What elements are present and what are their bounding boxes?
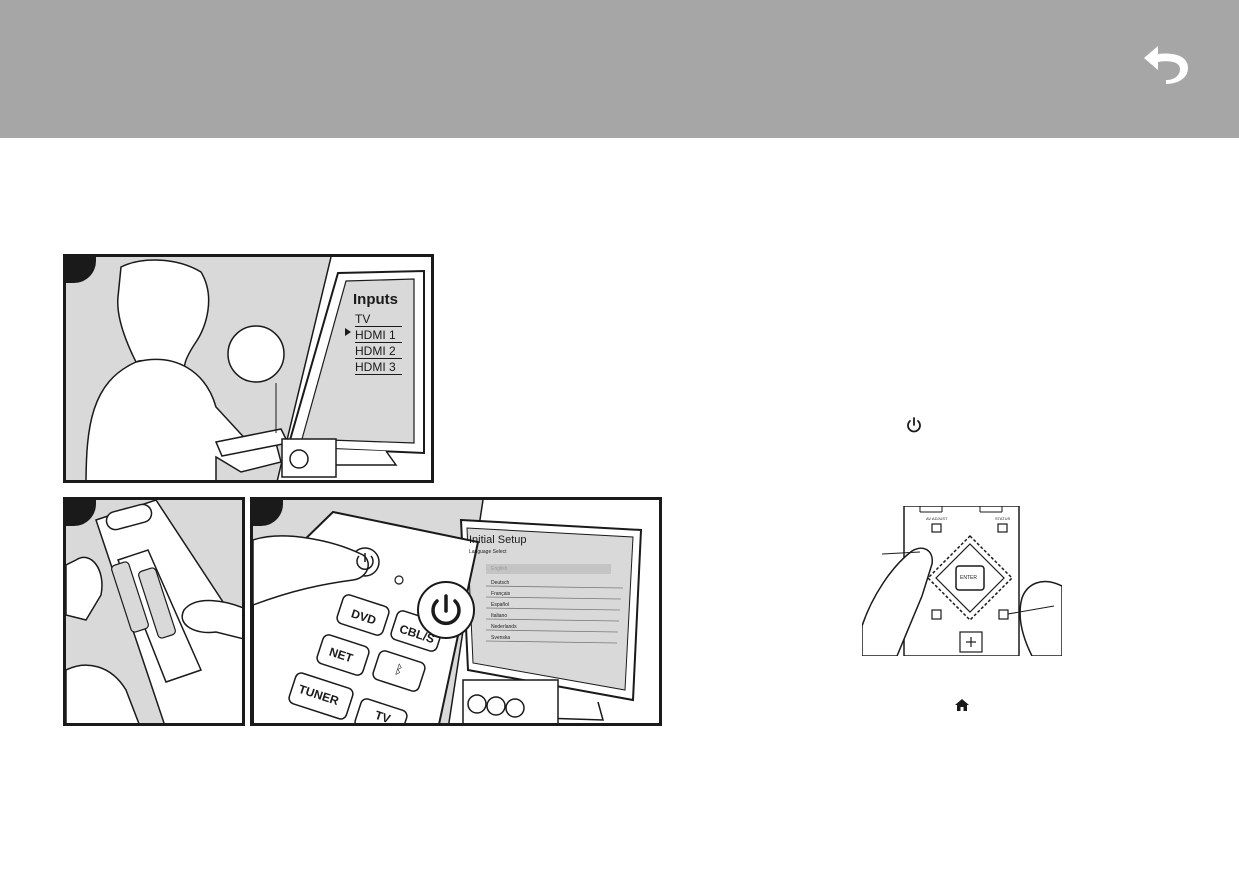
select-input-drawing [66, 257, 431, 480]
tv-menu-selected-marker [345, 328, 351, 336]
enter-button-label: ENTER [960, 575, 977, 581]
language-option: Svenska [491, 635, 511, 641]
remote-cursor-drawing [862, 506, 1062, 656]
tv-menu-item-hdmi1: HDMI 1 [355, 328, 402, 343]
illustration-insert-batteries [63, 497, 245, 726]
power-on-drawing [253, 500, 659, 723]
language-option: Español [491, 602, 510, 608]
remote-cursor-figure: AV ADJUST STATUS ENTER [862, 506, 1062, 656]
status-label: STATUS [995, 516, 1011, 521]
illustration-power-on: Initial Setup Language Select English De… [250, 497, 662, 726]
tv-menu-item-tv: TV [355, 312, 402, 327]
av-adjust-label: AV ADJUST [926, 516, 948, 521]
header-bar [0, 0, 1239, 138]
tv-menu-item-hdmi2: HDMI 2 [355, 344, 402, 359]
setup-screen-subtitle: Language Select [469, 549, 507, 555]
language-option: Italiano [491, 613, 508, 619]
power-icon [907, 417, 921, 433]
insert-batteries-drawing [66, 500, 242, 723]
tv-menu-item-hdmi3: HDMI 3 [355, 360, 402, 375]
return-arrow-icon[interactable] [1138, 38, 1194, 86]
language-option: English [491, 566, 508, 572]
tv-menu-title: Inputs [353, 291, 398, 308]
home-icon [955, 699, 969, 711]
setup-screen-title: Initial Setup [469, 534, 527, 546]
language-option: Nederlands [491, 624, 517, 630]
illustration-select-input: Inputs TV HDMI 1 HDMI 2 HDMI 3 [63, 254, 434, 483]
language-option: Deutsch [491, 580, 510, 586]
language-option: Français [491, 591, 511, 597]
